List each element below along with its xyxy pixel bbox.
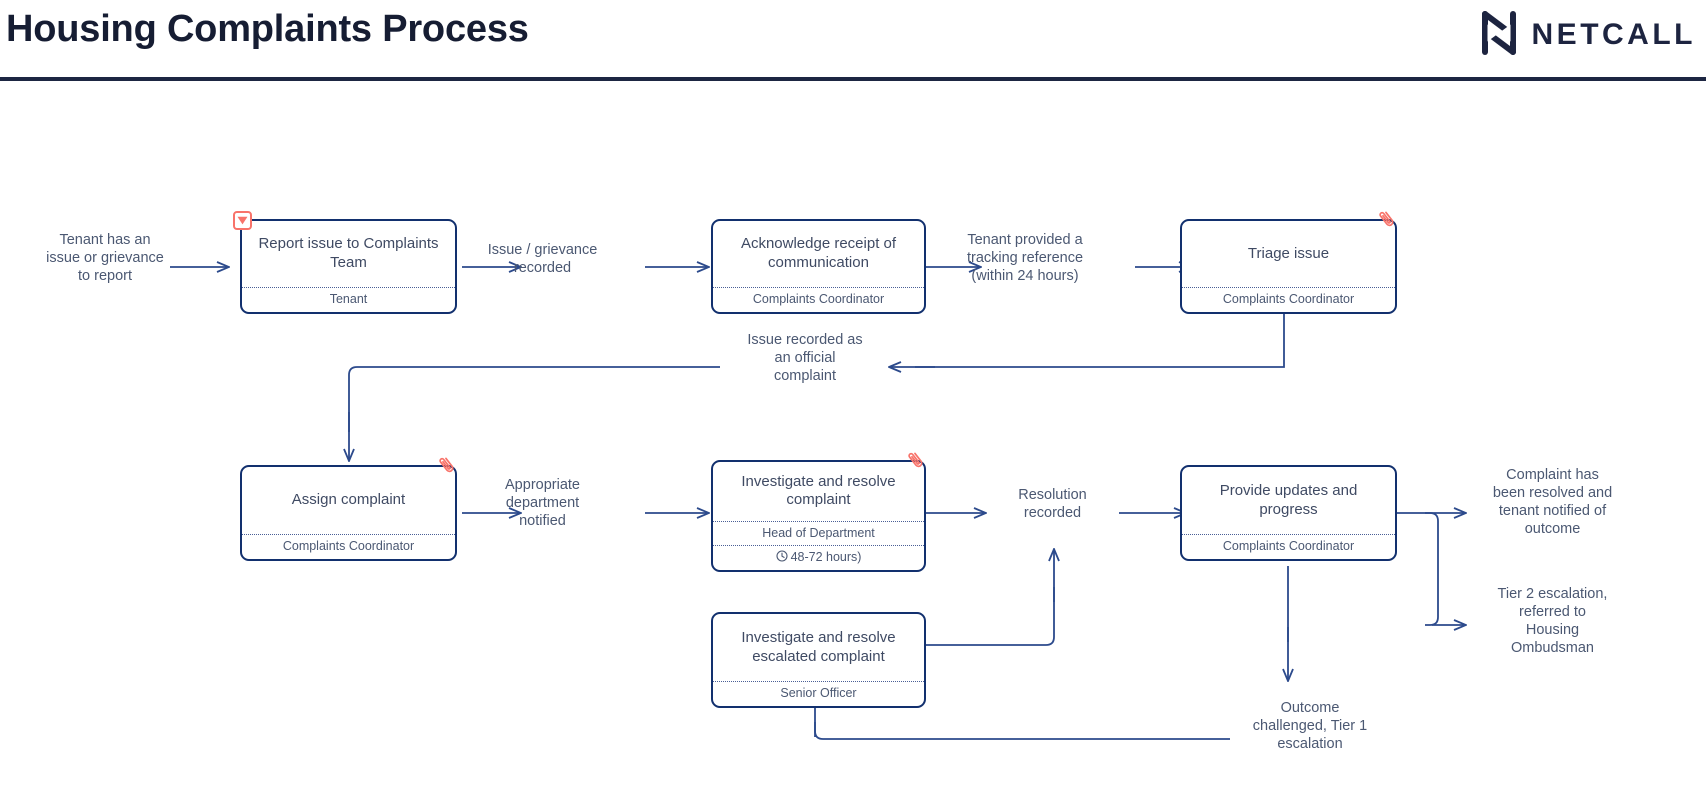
node-role: Complaints Coordinator — [713, 287, 924, 312]
clock-icon — [776, 550, 788, 566]
edge-label-tier-1-escalation: Outcome challenged, Tier 1 escalation — [1252, 700, 1368, 752]
node-title: Assign complaint — [291, 491, 406, 509]
node-sla: 48-72 hours) — [713, 545, 924, 570]
node-role: Tenant — [242, 287, 455, 312]
paperclip-icon[interactable] — [435, 453, 459, 477]
netcall-brand: NETCALL — [1481, 10, 1696, 60]
edge-label-resolution-recorded: Resolution recorded — [1018, 487, 1087, 521]
node-investigate-escalated-complaint[interactable]: Investigate and resolve escalated compla… — [711, 612, 926, 708]
netcall-wordmark: NETCALL — [1531, 18, 1696, 51]
node-provide-updates[interactable]: Provide updates and progress Complaints … — [1180, 465, 1397, 561]
node-triage-issue[interactable]: Triage issue Complaints Coordinator — [1180, 211, 1397, 314]
node-title: Investigate and resolve escalated compla… — [741, 628, 896, 665]
node-role: Head of Department — [713, 520, 924, 546]
edge-label-issue-recorded: Issue / grievance recorded — [487, 242, 598, 276]
edge-label-official-complaint: Issue recorded as an official complaint — [747, 332, 863, 384]
node-title: Report issue to Complaints Team — [258, 235, 439, 272]
header-divider — [0, 77, 1706, 81]
page-header: Housing Complaints Process NETCALL — [0, 0, 1706, 82]
node-title: Investigate and resolve complaint — [741, 472, 896, 509]
triangle-down-icon — [237, 212, 248, 230]
process-diagram-canvas: Tenant has an issue or grievance to repo… — [0, 82, 1706, 807]
page-title: Housing Complaints Process — [6, 8, 529, 50]
node-title: Triage issue — [1247, 244, 1330, 262]
edge-label-tenant-has-issue: Tenant has an issue or grievance to repo… — [46, 232, 164, 284]
edge-label-tracking-reference: Tenant provided a tracking reference (wi… — [966, 232, 1084, 284]
edge-label-tier-2-escalation: Tier 2 escalation, referred to Housing O… — [1497, 586, 1608, 656]
node-acknowledge-receipt[interactable]: Acknowledge receipt of communication Com… — [711, 219, 926, 314]
node-role: Complaints Coordinator — [242, 534, 455, 559]
paperclip-icon[interactable] — [904, 448, 928, 472]
paperclip-icon[interactable] — [1375, 207, 1399, 231]
edge-label-department-notified: Appropriate department notified — [505, 477, 580, 529]
node-title: Acknowledge receipt of communication — [740, 235, 897, 272]
node-title: Provide updates and progress — [1219, 481, 1358, 518]
node-report-issue[interactable]: Report issue to Complaints Team Tenant — [233, 211, 457, 314]
node-sla-text: 48-72 hours) — [790, 550, 862, 565]
edge-label-complaint-resolved: Complaint has been resolved and tenant n… — [1492, 467, 1613, 537]
start-event-badge[interactable] — [233, 211, 252, 230]
node-role: Complaints Coordinator — [1182, 287, 1395, 312]
node-role: Complaints Coordinator — [1182, 534, 1395, 559]
node-assign-complaint[interactable]: Assign complaint Complaints Coordinator — [240, 457, 457, 561]
netcall-n-logo-icon — [1481, 10, 1516, 60]
node-role: Senior Officer — [713, 681, 924, 706]
node-investigate-resolve-complaint[interactable]: Investigate and resolve complaint Head o… — [711, 452, 926, 572]
